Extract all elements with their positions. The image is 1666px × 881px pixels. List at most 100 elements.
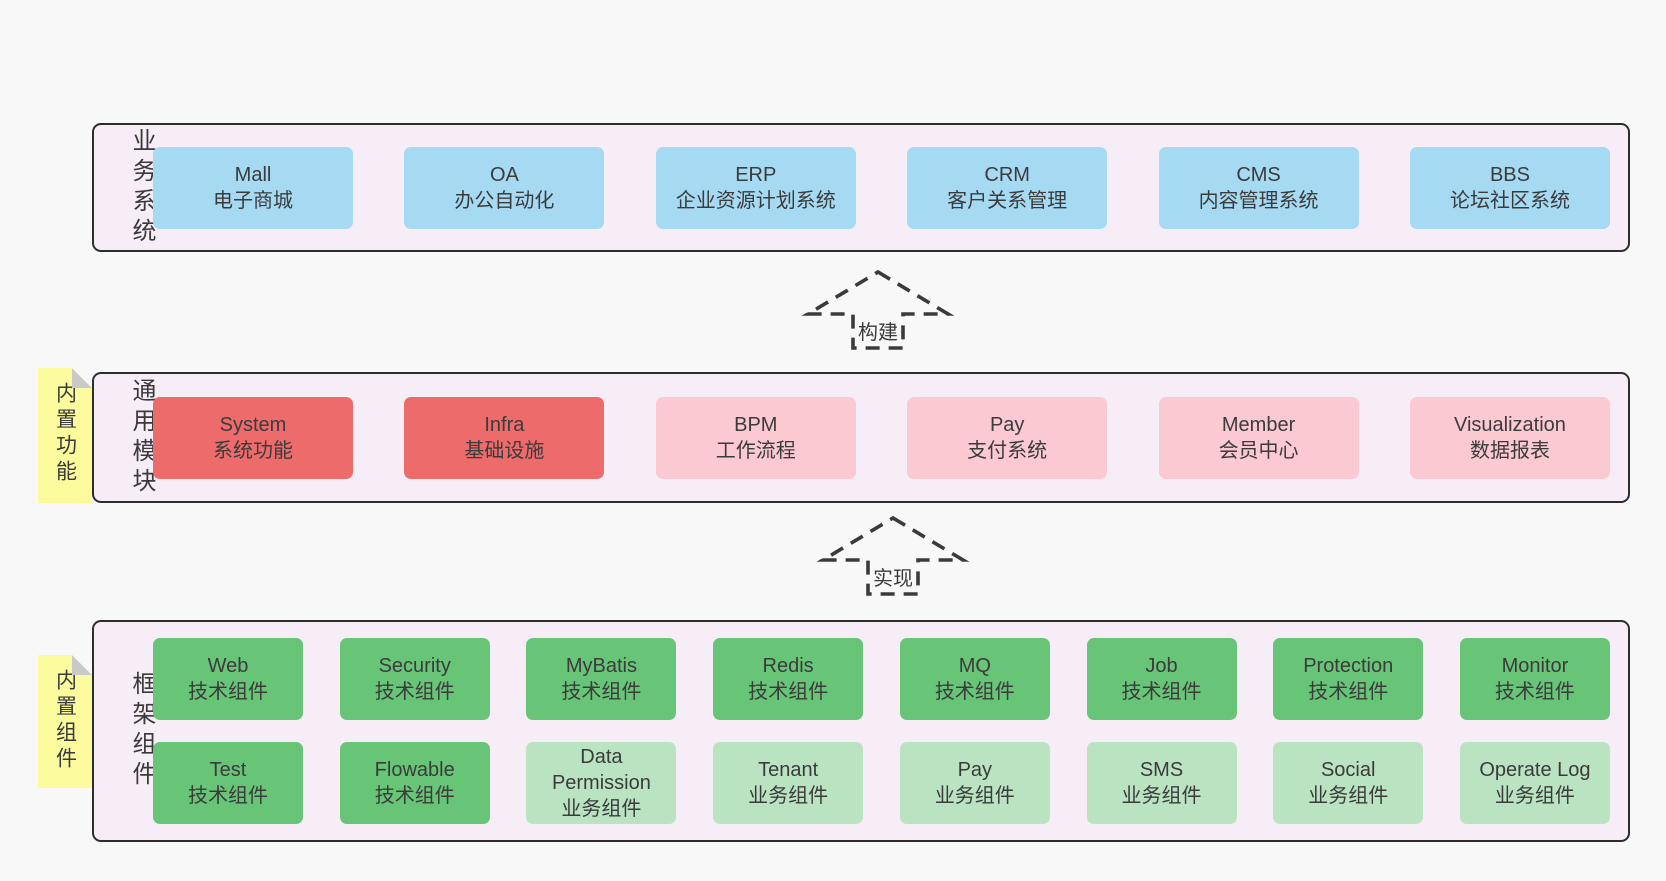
module-box-subtitle: 技术组件	[374, 785, 455, 807]
module-box-subtitle: 系统功能	[213, 439, 293, 462]
module-box-pay: Pay 支付系统	[907, 396, 1108, 479]
module-box-erp: ERP 企业资源计划系统	[655, 146, 856, 229]
module-box-name: ERP	[735, 163, 777, 186]
module-box-name: Social	[1320, 759, 1376, 781]
module-box-name: Data Permission	[551, 746, 651, 794]
module-box-subtitle: 技术组件	[1121, 681, 1202, 703]
arrow-up-build-icon: 构建	[793, 268, 963, 352]
module-box-subtitle: 业务组件	[1494, 785, 1575, 807]
module-box-subtitle: 业务组件	[1308, 785, 1389, 807]
module-box-bpm: BPM 工作流程	[655, 396, 856, 479]
module-box-name: MQ	[958, 655, 991, 677]
module-box-mall: Mall 电子商城	[153, 146, 353, 229]
module-box-subtitle: 业务组件	[561, 798, 642, 820]
module-box-subtitle: 支付系统	[967, 439, 1048, 462]
module-box-cms: CMS 内容管理系统	[1158, 146, 1359, 229]
module-box-subtitle: 数据报表	[1469, 439, 1550, 462]
module-box-mybatis: MyBatis 技术组件	[526, 638, 677, 720]
module-box-subtitle: 技术组件	[748, 681, 829, 703]
module-box-name: Job	[1145, 655, 1178, 677]
module-box-name: Web	[207, 655, 249, 677]
builtin-features-tab: 内置功能	[38, 368, 92, 503]
module-box-name: BBS	[1489, 163, 1530, 186]
module-box-job: Job 技术组件	[1086, 638, 1237, 720]
module-box-name: Operate Log	[1479, 759, 1591, 781]
module-box-name: Redis	[762, 655, 814, 677]
module-box-social: Social 业务组件	[1273, 742, 1424, 824]
module-box-subtitle: 业务组件	[934, 785, 1015, 807]
module-box-name: OA	[489, 163, 519, 186]
module-box-subtitle: 会员中心	[1218, 439, 1299, 462]
module-box-name: BPM	[734, 413, 778, 436]
module-box-pay: Pay 业务组件	[899, 742, 1050, 824]
module-box-name: Mall	[234, 163, 272, 186]
module-box-subtitle: 技术组件	[1308, 681, 1389, 703]
module-box-test: Test 技术组件	[153, 742, 303, 824]
module-row: System 系统功能 Infra 基础设施 BPM 工作流程 Pay 支付系统 Member 会…	[153, 396, 1610, 479]
module-box-name: Flowable	[374, 759, 455, 781]
builtin-features-tab-label: 内置功能	[53, 382, 77, 486]
module-box-name: Tenant	[758, 759, 819, 781]
module-box-name: Protection	[1303, 655, 1394, 677]
module-box-name: Test	[209, 759, 247, 781]
module-box-web: Web 技术组件	[153, 638, 303, 720]
dashed-up-arrow-icon	[801, 269, 955, 350]
module-box-subtitle: 内容管理系统	[1198, 189, 1319, 212]
module-box-security: Security 技术组件	[339, 638, 490, 720]
module-box-name: SMS	[1139, 759, 1184, 781]
module-box-name: Monitor	[1501, 655, 1569, 677]
folded-corner-icon	[72, 655, 92, 675]
module-box-name: System	[219, 413, 287, 436]
module-box-name: Visualization	[1453, 413, 1566, 436]
module-box-subtitle: 业务组件	[748, 785, 829, 807]
module-box-oa: OA 办公自动化	[404, 146, 605, 229]
module-box-subtitle: 论坛社区系统	[1449, 189, 1570, 212]
module-box-subtitle: 基础设施	[464, 439, 545, 462]
module-box-subtitle: 技术组件	[188, 785, 268, 807]
module-box-subtitle: 客户关系管理	[947, 189, 1068, 212]
module-box-monitor: Monitor 技术组件	[1459, 638, 1610, 720]
module-box-tenant: Tenant 业务组件	[713, 742, 864, 824]
module-box-subtitle: 工作流程	[715, 439, 796, 462]
module-box-subtitle: 技术组件	[561, 681, 642, 703]
module-box-infra: Infra 基础设施	[404, 396, 605, 479]
module-box-subtitle: 办公自动化	[454, 189, 555, 212]
module-box-name: Security	[378, 655, 451, 677]
module-box-subtitle: 技术组件	[934, 681, 1015, 703]
module-box-name: CMS	[1236, 163, 1281, 186]
module-box-subtitle: 技术组件	[1494, 681, 1575, 703]
module-box-name: Pay	[957, 759, 993, 781]
module-box-sms: SMS 业务组件	[1086, 742, 1237, 824]
module-box-subtitle: 电子商城	[213, 189, 293, 212]
module-box-data-permission: Data Permission 业务组件	[526, 742, 677, 824]
module-box-subtitle: 业务组件	[1121, 785, 1202, 807]
module-box-mq: MQ 技术组件	[899, 638, 1050, 720]
module-box-name: Infra	[484, 413, 525, 436]
module-box-subtitle: 技术组件	[374, 681, 455, 703]
module-box-redis: Redis 技术组件	[713, 638, 864, 720]
common-box-rows: System 系统功能 Infra 基础设施 BPM 工作流程 Pay 支付系统 Member 会…	[153, 396, 1610, 479]
arrow-up-implement-icon: 实现	[808, 514, 978, 598]
module-box-name: MyBatis	[565, 655, 637, 677]
module-box-name: Pay	[989, 413, 1025, 436]
builtin-components-tab-label: 内置组件	[53, 669, 77, 773]
module-box-subtitle: 企业资源计划系统	[675, 189, 836, 212]
section-label-framework: 框架组件	[128, 671, 155, 791]
arrow-implement-label: 实现	[870, 562, 916, 591]
module-box-visualization: Visualization 数据报表	[1409, 396, 1610, 479]
arrow-build-label: 构建	[855, 316, 901, 345]
module-box-bbs: BBS 论坛社区系统	[1409, 146, 1610, 229]
folded-corner-icon	[72, 368, 92, 388]
module-box-member: Member 会员中心	[1158, 396, 1359, 479]
module-box-name: Member	[1221, 413, 1296, 436]
module-box-protection: Protection 技术组件	[1273, 638, 1424, 720]
builtin-components-tab: 内置组件	[38, 655, 92, 788]
module-box-subtitle: 技术组件	[188, 681, 268, 703]
